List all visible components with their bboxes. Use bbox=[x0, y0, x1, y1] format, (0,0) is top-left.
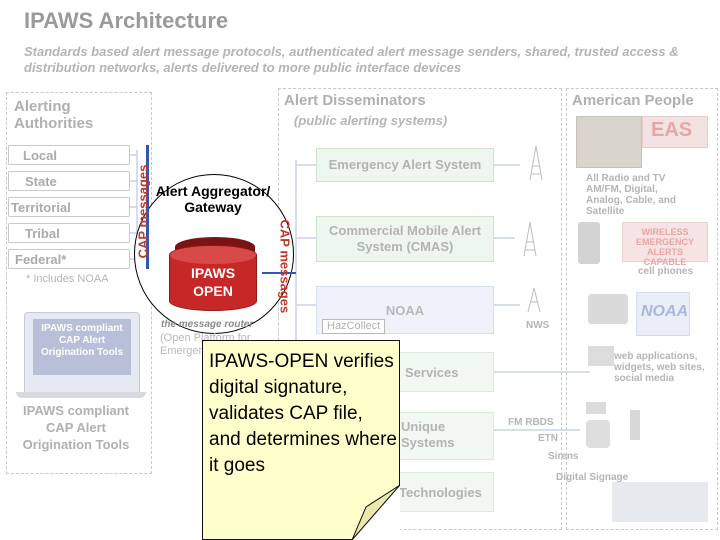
phone-image bbox=[578, 222, 600, 264]
laptop-screen-text: IPAWS compliant CAP Alert Origination To… bbox=[33, 319, 131, 375]
laptop-image: IPAWS compliant CAP Alert Origination To… bbox=[24, 312, 140, 396]
eas-logo: EAS bbox=[642, 116, 708, 148]
fm-rbds-label: FM RBDS bbox=[508, 417, 554, 428]
authority-federal: Federal* bbox=[8, 249, 130, 269]
sirens-label: Sirens bbox=[548, 451, 579, 462]
subtitle: Standards based alert message protocols,… bbox=[24, 44, 679, 75]
noaa-weather-radio-logo: NOAA bbox=[636, 292, 690, 336]
wea-logo: WIRELESS EMERGENCY ALERTS CAPABLE bbox=[622, 222, 708, 267]
laptop-small-image bbox=[588, 346, 614, 366]
disseminators-subheader: (public alerting systems) bbox=[294, 113, 448, 128]
nws-label: NWS bbox=[526, 320, 550, 331]
authority-territorial: Territorial bbox=[8, 197, 130, 217]
radio-image bbox=[588, 294, 628, 324]
cell-phones-label: cell phones bbox=[638, 266, 694, 277]
hazcollect-box: HazCollect bbox=[322, 319, 386, 334]
footnote: * Includes NOAA bbox=[26, 273, 109, 285]
web-label: web applications, widgets, web sites, so… bbox=[614, 351, 705, 384]
alert-disseminators-panel bbox=[278, 88, 562, 530]
note-fold-corner bbox=[352, 485, 400, 540]
tv-image bbox=[576, 116, 642, 168]
system-unique-label: Unique Systems bbox=[401, 419, 455, 450]
traffic-light-image bbox=[630, 410, 640, 440]
digital-signage-label: Digital Signage bbox=[556, 472, 629, 483]
authority-tribal: Tribal bbox=[8, 223, 130, 243]
radio-tv-label: All Radio and TV AM/FM, Digital, Analog,… bbox=[586, 173, 677, 217]
cap-right-label: CAP messages bbox=[277, 219, 293, 314]
ipaws-open-label: IPAWS OPEN bbox=[190, 265, 236, 299]
disseminators-header: Alert Disseminators bbox=[284, 92, 426, 109]
cap-right-line bbox=[262, 272, 296, 274]
system-technologies-label: Technologies bbox=[399, 485, 482, 500]
authority-state: State bbox=[8, 171, 130, 191]
etn-label: ETN bbox=[538, 433, 558, 444]
system-noaa-label: NOAA bbox=[385, 303, 425, 318]
laptop-base bbox=[16, 392, 146, 398]
car-radio-image bbox=[586, 402, 606, 414]
system-cmas: Commercial Mobile Alert System (CMAS) bbox=[316, 216, 494, 262]
origination-tools-caption: IPAWS compliant CAP Alert Origination To… bbox=[22, 403, 130, 452]
system-services-label: Services bbox=[405, 365, 459, 380]
ipaws-disk-front: IPAWS OPEN bbox=[169, 245, 257, 311]
cap-left-label: CAP messages bbox=[135, 164, 151, 259]
noaa-logo-text: NOAA bbox=[641, 303, 689, 320]
aggregator-lens: Alert Aggregator/ Gateway IPAWS OPEN the… bbox=[134, 174, 294, 334]
page-title: IPAWS Architecture bbox=[24, 8, 229, 33]
eas-logo-text: EAS bbox=[651, 119, 693, 141]
callout-text: IPAWS-OPEN verifies digital signature, v… bbox=[209, 351, 397, 476]
people-header: American People bbox=[572, 92, 694, 109]
router-label: the message router bbox=[161, 319, 254, 330]
aggregator-label: Alert Aggregator/ Gateway bbox=[155, 183, 271, 215]
cap-left-bar bbox=[146, 145, 149, 269]
wea-logo-text: WIRELESS EMERGENCY ALERTS CAPABLE bbox=[635, 227, 694, 267]
system-cmas-label: Commercial Mobile Alert System (CMAS) bbox=[329, 223, 481, 254]
ipaws-disk-top bbox=[170, 246, 256, 264]
system-emergency-alert-system: Emergency Alert System bbox=[316, 148, 494, 182]
system-eas-label: Emergency Alert System bbox=[328, 157, 482, 172]
authorities-header: Alerting Authorities bbox=[14, 98, 94, 132]
authority-local: Local bbox=[8, 145, 130, 165]
american-people-panel bbox=[566, 88, 718, 530]
phone-desk-image bbox=[586, 420, 610, 448]
highway-sign-image bbox=[612, 482, 708, 522]
